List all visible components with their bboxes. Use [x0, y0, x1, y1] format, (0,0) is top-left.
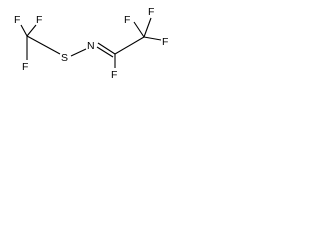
- bond-c1-f-top-left: [20, 24, 28, 37]
- atom-f-cf3-bottom: F: [22, 61, 28, 73]
- bond-c2-c3: [114, 36, 145, 55]
- bond-c1-s: [26, 35, 61, 55]
- atom-f-cf3b-left: F: [124, 14, 130, 26]
- atom-nitrogen: N: [87, 40, 95, 52]
- bond-c3-f-right: [143, 36, 162, 41]
- bond-lines: [20, 17, 162, 68]
- atom-labels: F F F S N F F F F: [14, 6, 168, 81]
- bond-n-c2-double-b: [96, 46, 114, 58]
- bond-c3-f-top: [143, 17, 152, 38]
- atom-f-cf3-top-left: F: [14, 14, 20, 26]
- bond-c3-f-left: [133, 21, 145, 38]
- atom-f-cf3b-top: F: [148, 6, 154, 18]
- bond-s-n: [70, 48, 87, 57]
- atom-f-cf3-top-right: F: [36, 14, 42, 26]
- bond-c1-f-top-right: [26, 24, 37, 37]
- atom-f-cf3b-right: F: [162, 36, 168, 48]
- bond-n-c2-double-a: [97, 42, 116, 55]
- atom-f-imine: F: [111, 69, 117, 81]
- atom-sulfur: S: [61, 52, 68, 64]
- chemical-structure-diagram: F F F S N F F F F: [14, 6, 168, 81]
